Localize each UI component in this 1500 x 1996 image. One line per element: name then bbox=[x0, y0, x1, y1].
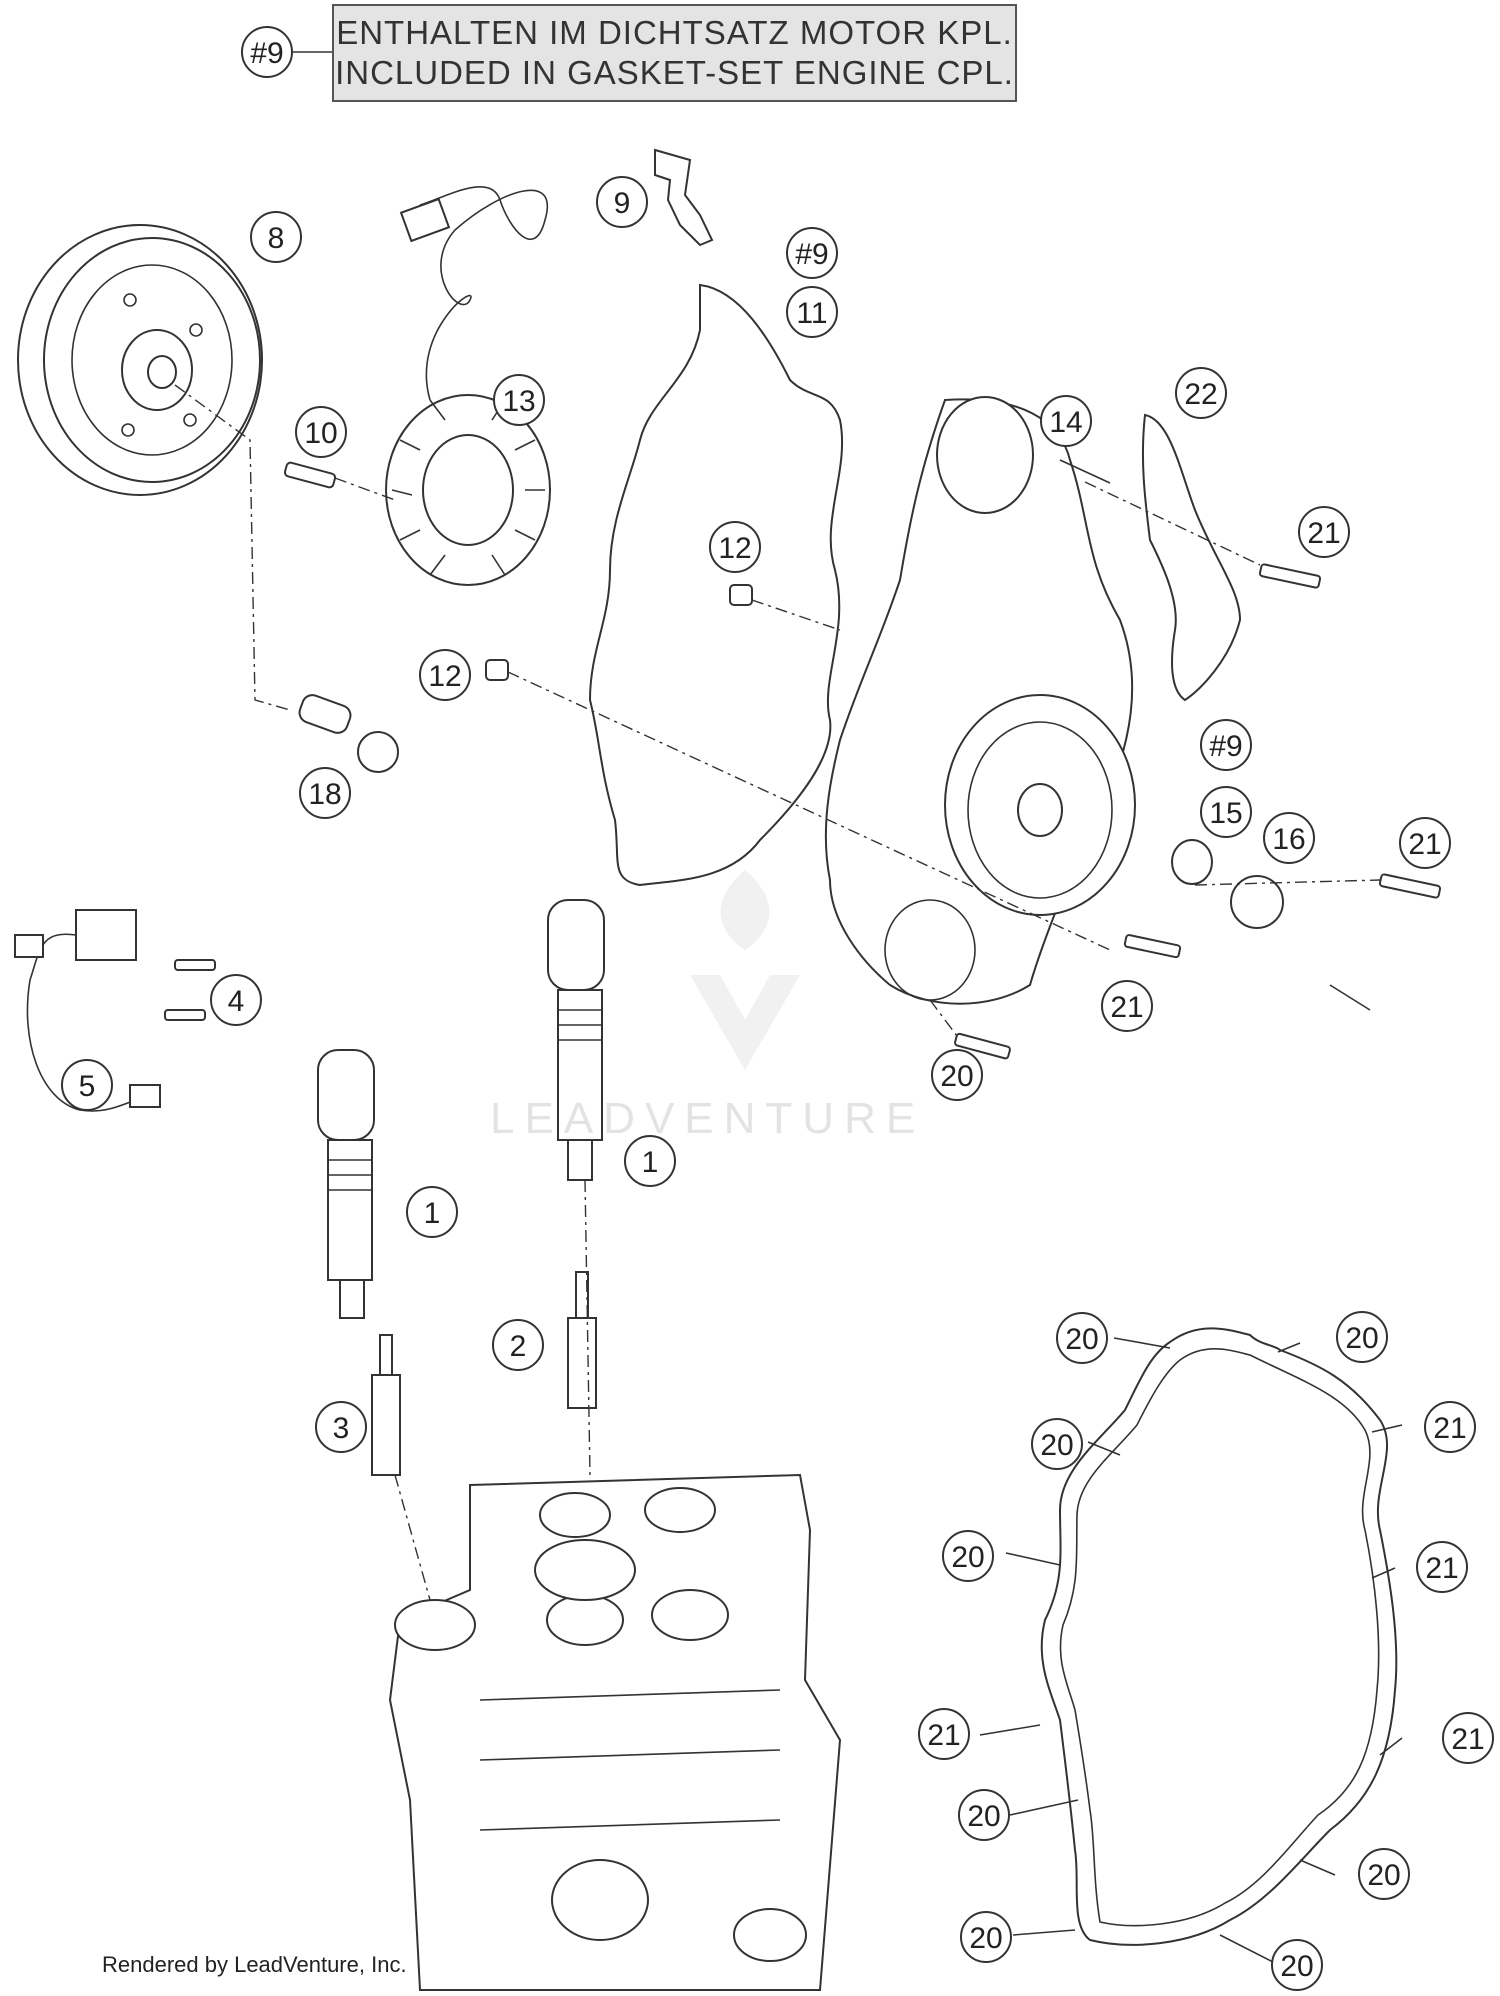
callout: 21 bbox=[1101, 980, 1153, 1032]
callout: 20 bbox=[958, 1789, 1010, 1841]
guard-plate bbox=[1141, 413, 1242, 702]
callout: #9 bbox=[241, 26, 293, 78]
ignition-coil-right bbox=[547, 899, 605, 1181]
callout-label: 11 bbox=[796, 297, 827, 330]
callout: 2 bbox=[492, 1319, 544, 1371]
note-line-german: ENTHALTEN IM DICHTSATZ MOTOR KPL. bbox=[336, 14, 1013, 51]
callout-label: 21 bbox=[927, 1719, 960, 1752]
callout-label: 22 bbox=[1184, 378, 1217, 411]
cylinder-head bbox=[388, 1473, 842, 1991]
callout-label: 5 bbox=[79, 1070, 96, 1103]
callout: 20 bbox=[960, 1911, 1012, 1963]
callout: 20 bbox=[942, 1530, 994, 1582]
callout: 20 bbox=[1056, 1312, 1108, 1364]
callout: 8 bbox=[250, 211, 302, 263]
callout-label: 21 bbox=[1110, 991, 1143, 1024]
callout-label: #9 bbox=[1209, 730, 1242, 763]
callout: 1 bbox=[406, 1186, 458, 1238]
callout: 12 bbox=[709, 521, 761, 573]
callout-label: 14 bbox=[1049, 406, 1082, 439]
callout: 22 bbox=[1175, 367, 1227, 419]
callout-label: 4 bbox=[228, 985, 245, 1018]
callout: 13 bbox=[493, 374, 545, 426]
callout: 15 bbox=[1200, 786, 1252, 838]
watermark-logo bbox=[690, 870, 800, 1070]
callout: 20 bbox=[931, 1049, 983, 1101]
callout-label: 21 bbox=[1451, 1723, 1484, 1756]
spark-plug-3 bbox=[371, 1334, 401, 1476]
ignition-cover bbox=[824, 396, 1136, 1005]
callout-label: 3 bbox=[333, 1412, 350, 1445]
gasket-set-note: ENTHALTEN IM DICHTSATZ MOTOR KPL. INCLUD… bbox=[332, 4, 1017, 102]
small-parts bbox=[164, 461, 1442, 1060]
callout: 21 bbox=[1416, 1541, 1468, 1593]
callout-label: 21 bbox=[1425, 1552, 1458, 1585]
assembly-lines bbox=[174, 384, 1381, 1601]
callout: 10 bbox=[295, 406, 347, 458]
callout-label: 15 bbox=[1209, 797, 1242, 830]
callout-label: 1 bbox=[424, 1197, 441, 1230]
callout-label: 20 bbox=[940, 1060, 973, 1093]
callout-label: #9 bbox=[795, 238, 828, 271]
callout: 21 bbox=[918, 1708, 970, 1760]
render-credit: Rendered by LeadVenture, Inc. bbox=[102, 1952, 407, 1977]
callout: 21 bbox=[1442, 1712, 1494, 1764]
note-line-english: INCLUDED IN GASKET-SET ENGINE CPL. bbox=[335, 54, 1014, 91]
callout-label: 18 bbox=[308, 778, 341, 811]
callout: 21 bbox=[1399, 817, 1451, 869]
stator bbox=[385, 186, 551, 586]
callout-label: 20 bbox=[951, 1541, 984, 1574]
callout: 20 bbox=[1358, 1848, 1410, 1900]
callout-label: #9 bbox=[250, 37, 283, 70]
loose-gasket bbox=[1040, 1327, 1398, 1946]
loose-gasket-inner bbox=[1059, 1348, 1380, 1927]
callout-label: 10 bbox=[304, 417, 337, 450]
callout-label: 1 bbox=[642, 1146, 659, 1179]
callout-label: 9 bbox=[614, 187, 631, 220]
callout-label: 21 bbox=[1307, 517, 1340, 550]
callout: 11 bbox=[786, 286, 838, 338]
callout: 21 bbox=[1298, 506, 1350, 558]
callout: 16 bbox=[1263, 812, 1315, 864]
callout: 20 bbox=[1031, 1418, 1083, 1470]
callout: 12 bbox=[419, 649, 471, 701]
callout: #9 bbox=[1200, 719, 1252, 771]
callout: 5 bbox=[61, 1059, 113, 1111]
callout: 9 bbox=[596, 176, 648, 228]
callout: #9 bbox=[786, 227, 838, 279]
callout-label: 8 bbox=[268, 222, 285, 255]
callout-label: 20 bbox=[1065, 1323, 1098, 1356]
callout-label: 21 bbox=[1408, 828, 1441, 861]
trigger-sensor bbox=[14, 909, 161, 1112]
cover-gasket bbox=[588, 283, 844, 887]
callout: 14 bbox=[1040, 395, 1092, 447]
callout-label: 12 bbox=[428, 660, 461, 693]
callout-label: 12 bbox=[718, 532, 751, 565]
callout: 20 bbox=[1336, 1311, 1388, 1363]
callout-label: 20 bbox=[1280, 1950, 1313, 1983]
flywheel-rotor bbox=[17, 224, 263, 496]
callout-label: 2 bbox=[510, 1330, 527, 1363]
ignition-coil-left bbox=[317, 1049, 375, 1319]
callout-label: 20 bbox=[1040, 1429, 1073, 1462]
callouts: #9 8 9 #9 11 13 10 14 22 12 21 12 #9 15 … bbox=[61, 26, 1494, 1991]
callout-label: 20 bbox=[969, 1922, 1002, 1955]
callout: 20 bbox=[1271, 1939, 1323, 1991]
cable-bracket bbox=[654, 148, 714, 247]
callout: 18 bbox=[299, 767, 351, 819]
spark-plug-2 bbox=[567, 1271, 597, 1409]
callout-label: 13 bbox=[502, 385, 535, 418]
callout-label: 20 bbox=[1367, 1859, 1400, 1892]
callout: 4 bbox=[210, 974, 262, 1026]
callout-label: 16 bbox=[1272, 823, 1305, 856]
watermark-text: LEADVENTURE bbox=[490, 1094, 926, 1143]
callout-leaders bbox=[292, 51, 1403, 1963]
callout: 21 bbox=[1424, 1401, 1476, 1453]
callout-label: 20 bbox=[967, 1800, 1000, 1833]
callout: 1 bbox=[624, 1135, 676, 1187]
callout: 3 bbox=[315, 1401, 367, 1453]
callout-label: 21 bbox=[1433, 1412, 1466, 1445]
callout-label: 20 bbox=[1345, 1322, 1378, 1355]
